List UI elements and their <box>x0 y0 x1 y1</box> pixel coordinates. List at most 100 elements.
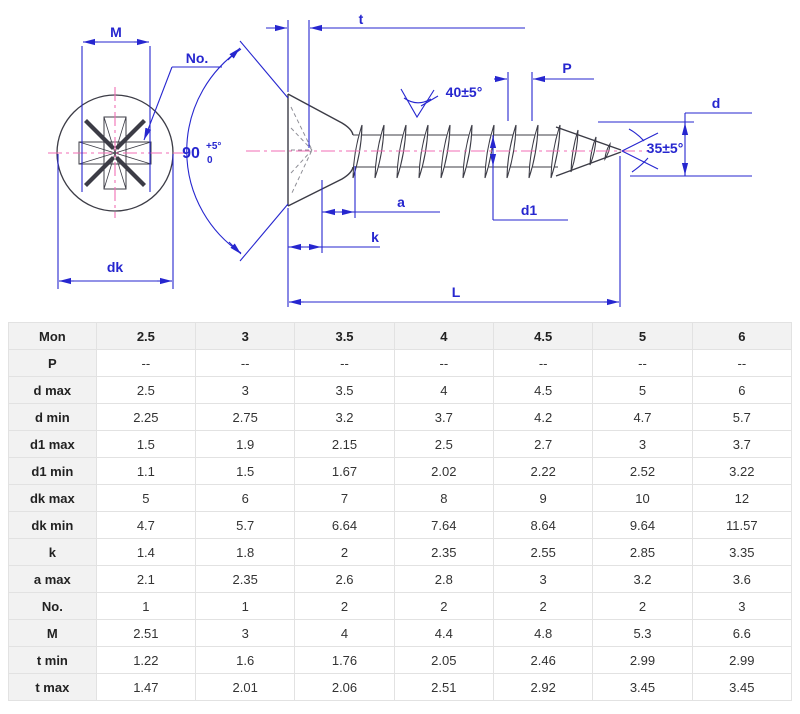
table-cell: 2.1 <box>95 565 197 593</box>
table-cell: 2.25 <box>95 403 197 431</box>
pozidriv-wings <box>84 119 146 187</box>
table-cell: 9 <box>492 484 594 512</box>
table-cell: 4.7 <box>592 403 693 431</box>
m-dimension <box>81 38 151 192</box>
table-cell: -- <box>592 349 693 377</box>
label-dk: dk <box>107 259 124 275</box>
table-cell: 1.5 <box>95 430 197 458</box>
table-cell: 4.7 <box>95 511 197 539</box>
label-thread-angle: 40±5° <box>446 84 483 100</box>
a-dimension <box>321 166 440 253</box>
dk-dimension <box>57 154 174 289</box>
table-cell: 1.67 <box>294 457 395 485</box>
table-cell: 2.01 <box>195 673 296 701</box>
table-cell: 2.05 <box>393 646 495 674</box>
d1-dimension <box>489 135 568 221</box>
col-header: 3.5 <box>294 322 395 350</box>
head-cone-top <box>287 93 354 136</box>
label-l: L <box>452 284 461 300</box>
table-cell: 3.2 <box>294 403 395 431</box>
table-cell: 1.4 <box>95 538 197 566</box>
table-cell: 1.8 <box>195 538 296 566</box>
table-cell: 1.76 <box>294 646 395 674</box>
label-p: P <box>562 60 571 76</box>
table-cell: 2.8 <box>393 565 495 593</box>
label-k: k <box>371 229 379 245</box>
technical-drawing: M No. dk 90 +5° 0 t 40±5° P d 35±5° d1 a… <box>0 0 800 318</box>
col-header: 4 <box>393 322 495 350</box>
table-cell: 6 <box>691 376 793 404</box>
table-cell: -- <box>492 349 594 377</box>
table-cell: 2.35 <box>393 538 495 566</box>
table-cell: 2.06 <box>294 673 395 701</box>
table-cell: 3.45 <box>592 673 693 701</box>
table-header-row: Mon 2.5 3 3.5 4 4.5 5 6 <box>8 322 793 350</box>
label-d1: d1 <box>521 202 538 218</box>
table-cell: 3.5 <box>294 376 395 404</box>
table-cell: 2.99 <box>592 646 693 674</box>
table-cell: -- <box>393 349 495 377</box>
t-dimension <box>266 20 525 148</box>
table-cell: 3 <box>691 592 793 620</box>
row-label: t min <box>8 646 97 674</box>
label-d: d <box>712 95 721 111</box>
countersink-angle-dimension <box>186 40 289 262</box>
table-cell: 2.99 <box>691 646 793 674</box>
table-cell: 2.5 <box>393 430 495 458</box>
table-cell: 3 <box>592 430 693 458</box>
thread-angle-dimension <box>400 88 439 119</box>
table-cell: -- <box>195 349 296 377</box>
d-dimension <box>598 112 752 177</box>
table-cell: 1.22 <box>95 646 197 674</box>
table-cell: 3.7 <box>393 403 495 431</box>
col-header: 6 <box>691 322 793 350</box>
table-cell: 2.55 <box>492 538 594 566</box>
table-cell: 2 <box>393 592 495 620</box>
dimensions <box>57 20 752 307</box>
table-cell: 5 <box>592 376 693 404</box>
table-cell: 3.22 <box>691 457 793 485</box>
table-cell: 1 <box>195 592 296 620</box>
spec-table: Mon 2.5 3 3.5 4 4.5 5 6 P--------------d… <box>8 322 793 701</box>
p-dimension <box>494 72 594 121</box>
row-label: d min <box>8 403 97 431</box>
col-header: 3 <box>195 322 296 350</box>
table-cell: 4 <box>294 619 395 647</box>
table-cell: 6.6 <box>691 619 793 647</box>
table-cell: 7.64 <box>393 511 495 539</box>
screw-diagram-svg: M No. dk 90 +5° 0 t 40±5° P d 35±5° d1 a… <box>48 11 752 307</box>
row-label: P <box>8 349 97 377</box>
table-cell: 4.8 <box>492 619 594 647</box>
col-header: 5 <box>592 322 693 350</box>
table-cell: 2 <box>592 592 693 620</box>
label-t: t <box>359 11 364 27</box>
label-90-tol-up: +5° <box>206 141 221 152</box>
table-cell: 11.57 <box>691 511 793 539</box>
row-label: d max <box>8 376 97 404</box>
table-cell: 8 <box>393 484 495 512</box>
row-label: k <box>8 538 97 566</box>
table-row: P-------------- <box>8 349 793 377</box>
table-cell: 3.2 <box>592 565 693 593</box>
table-cell: 7 <box>294 484 395 512</box>
table-cell: 2.7 <box>492 430 594 458</box>
thread-crests <box>352 124 611 179</box>
table-cell: 3 <box>195 376 296 404</box>
no-leader <box>143 66 222 141</box>
label-a: a <box>397 194 405 210</box>
table-cell: 1.6 <box>195 646 296 674</box>
col-header: 2.5 <box>95 322 197 350</box>
head-cone-bottom <box>287 166 354 207</box>
centerlines <box>48 87 648 218</box>
table-cell: 2.15 <box>294 430 395 458</box>
row-label: d1 min <box>8 457 97 485</box>
table-cell: 4.4 <box>393 619 495 647</box>
table-cell: 5.7 <box>691 403 793 431</box>
